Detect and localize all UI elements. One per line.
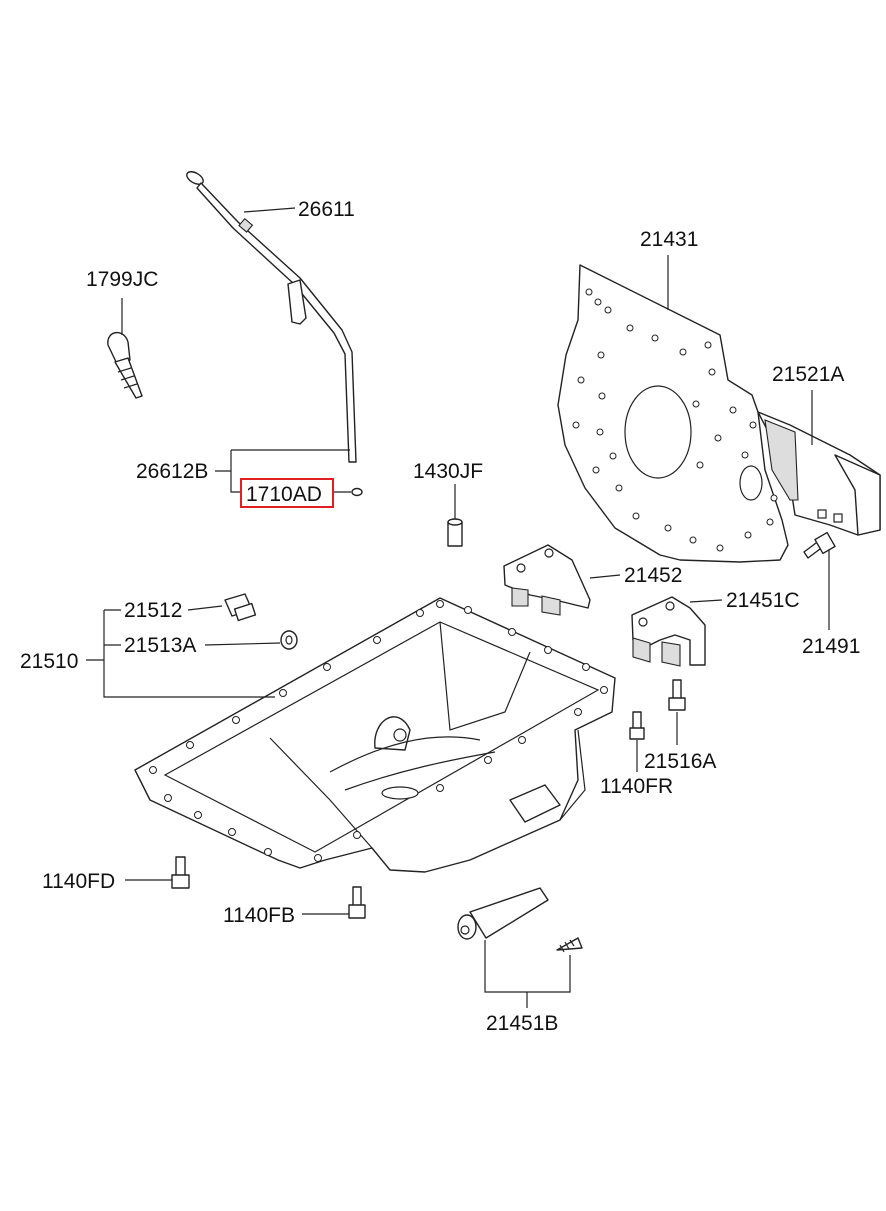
dowel-pin-illustration [447,518,463,547]
bolt-21491-illustration [803,531,836,559]
label-1140fr[interactable]: 1140FR [600,775,673,798]
dipstick-illustration [186,171,357,463]
bolt-1140fr-illustration [629,711,645,740]
oil-pan-bolt-holes [149,600,608,862]
label-1140fd[interactable]: 1140FD [42,870,115,893]
label-26612b[interactable]: 26612B [136,460,208,483]
part-labels: 26611 1799JC 26612B 1710AD 1430JF 21431 … [20,198,860,1035]
bolt-1140fd-illustration [171,856,190,889]
highlight-box [240,478,334,508]
washer-illustration [280,630,298,650]
label-21510[interactable]: 21510 [20,650,78,673]
label-21516a[interactable]: 21516A [644,750,716,773]
label-21491[interactable]: 21491 [802,635,860,658]
label-1799jc[interactable]: 1799JC [86,268,158,291]
oil-pan-illustration [134,597,616,873]
bracket-illustration [757,411,881,536]
label-1140fb[interactable]: 1140FB [223,904,295,927]
bearing-cap-21452-illustration [503,544,591,616]
bearing-cap-21451c-illustration [631,596,706,667]
label-21512[interactable]: 21512 [124,599,182,622]
label-21521a[interactable]: 21521A [772,363,844,386]
label-1710ad[interactable]: 1710AD [246,483,322,506]
sealant-tube-illustration [457,887,583,953]
label-21431[interactable]: 21431 [640,228,698,251]
bolt-1140fb-illustration [348,886,366,919]
label-21452[interactable]: 21452 [624,564,682,587]
bolt-21516a-illustration [668,679,686,711]
label-26611[interactable]: 26611 [298,198,355,221]
label-21513a[interactable]: 21513A [124,634,196,657]
plate-holes [572,288,778,552]
o-ring-illustration [351,487,363,497]
leader-lines [86,207,830,1008]
rear-plate-illustration [557,264,789,563]
drain-plug-illustration [224,593,257,622]
label-1430jf[interactable]: 1430JF [413,460,483,483]
label-21451b[interactable]: 21451B [486,1012,558,1035]
label-21451c[interactable]: 21451C [726,589,800,612]
clip-illustration [107,331,143,399]
